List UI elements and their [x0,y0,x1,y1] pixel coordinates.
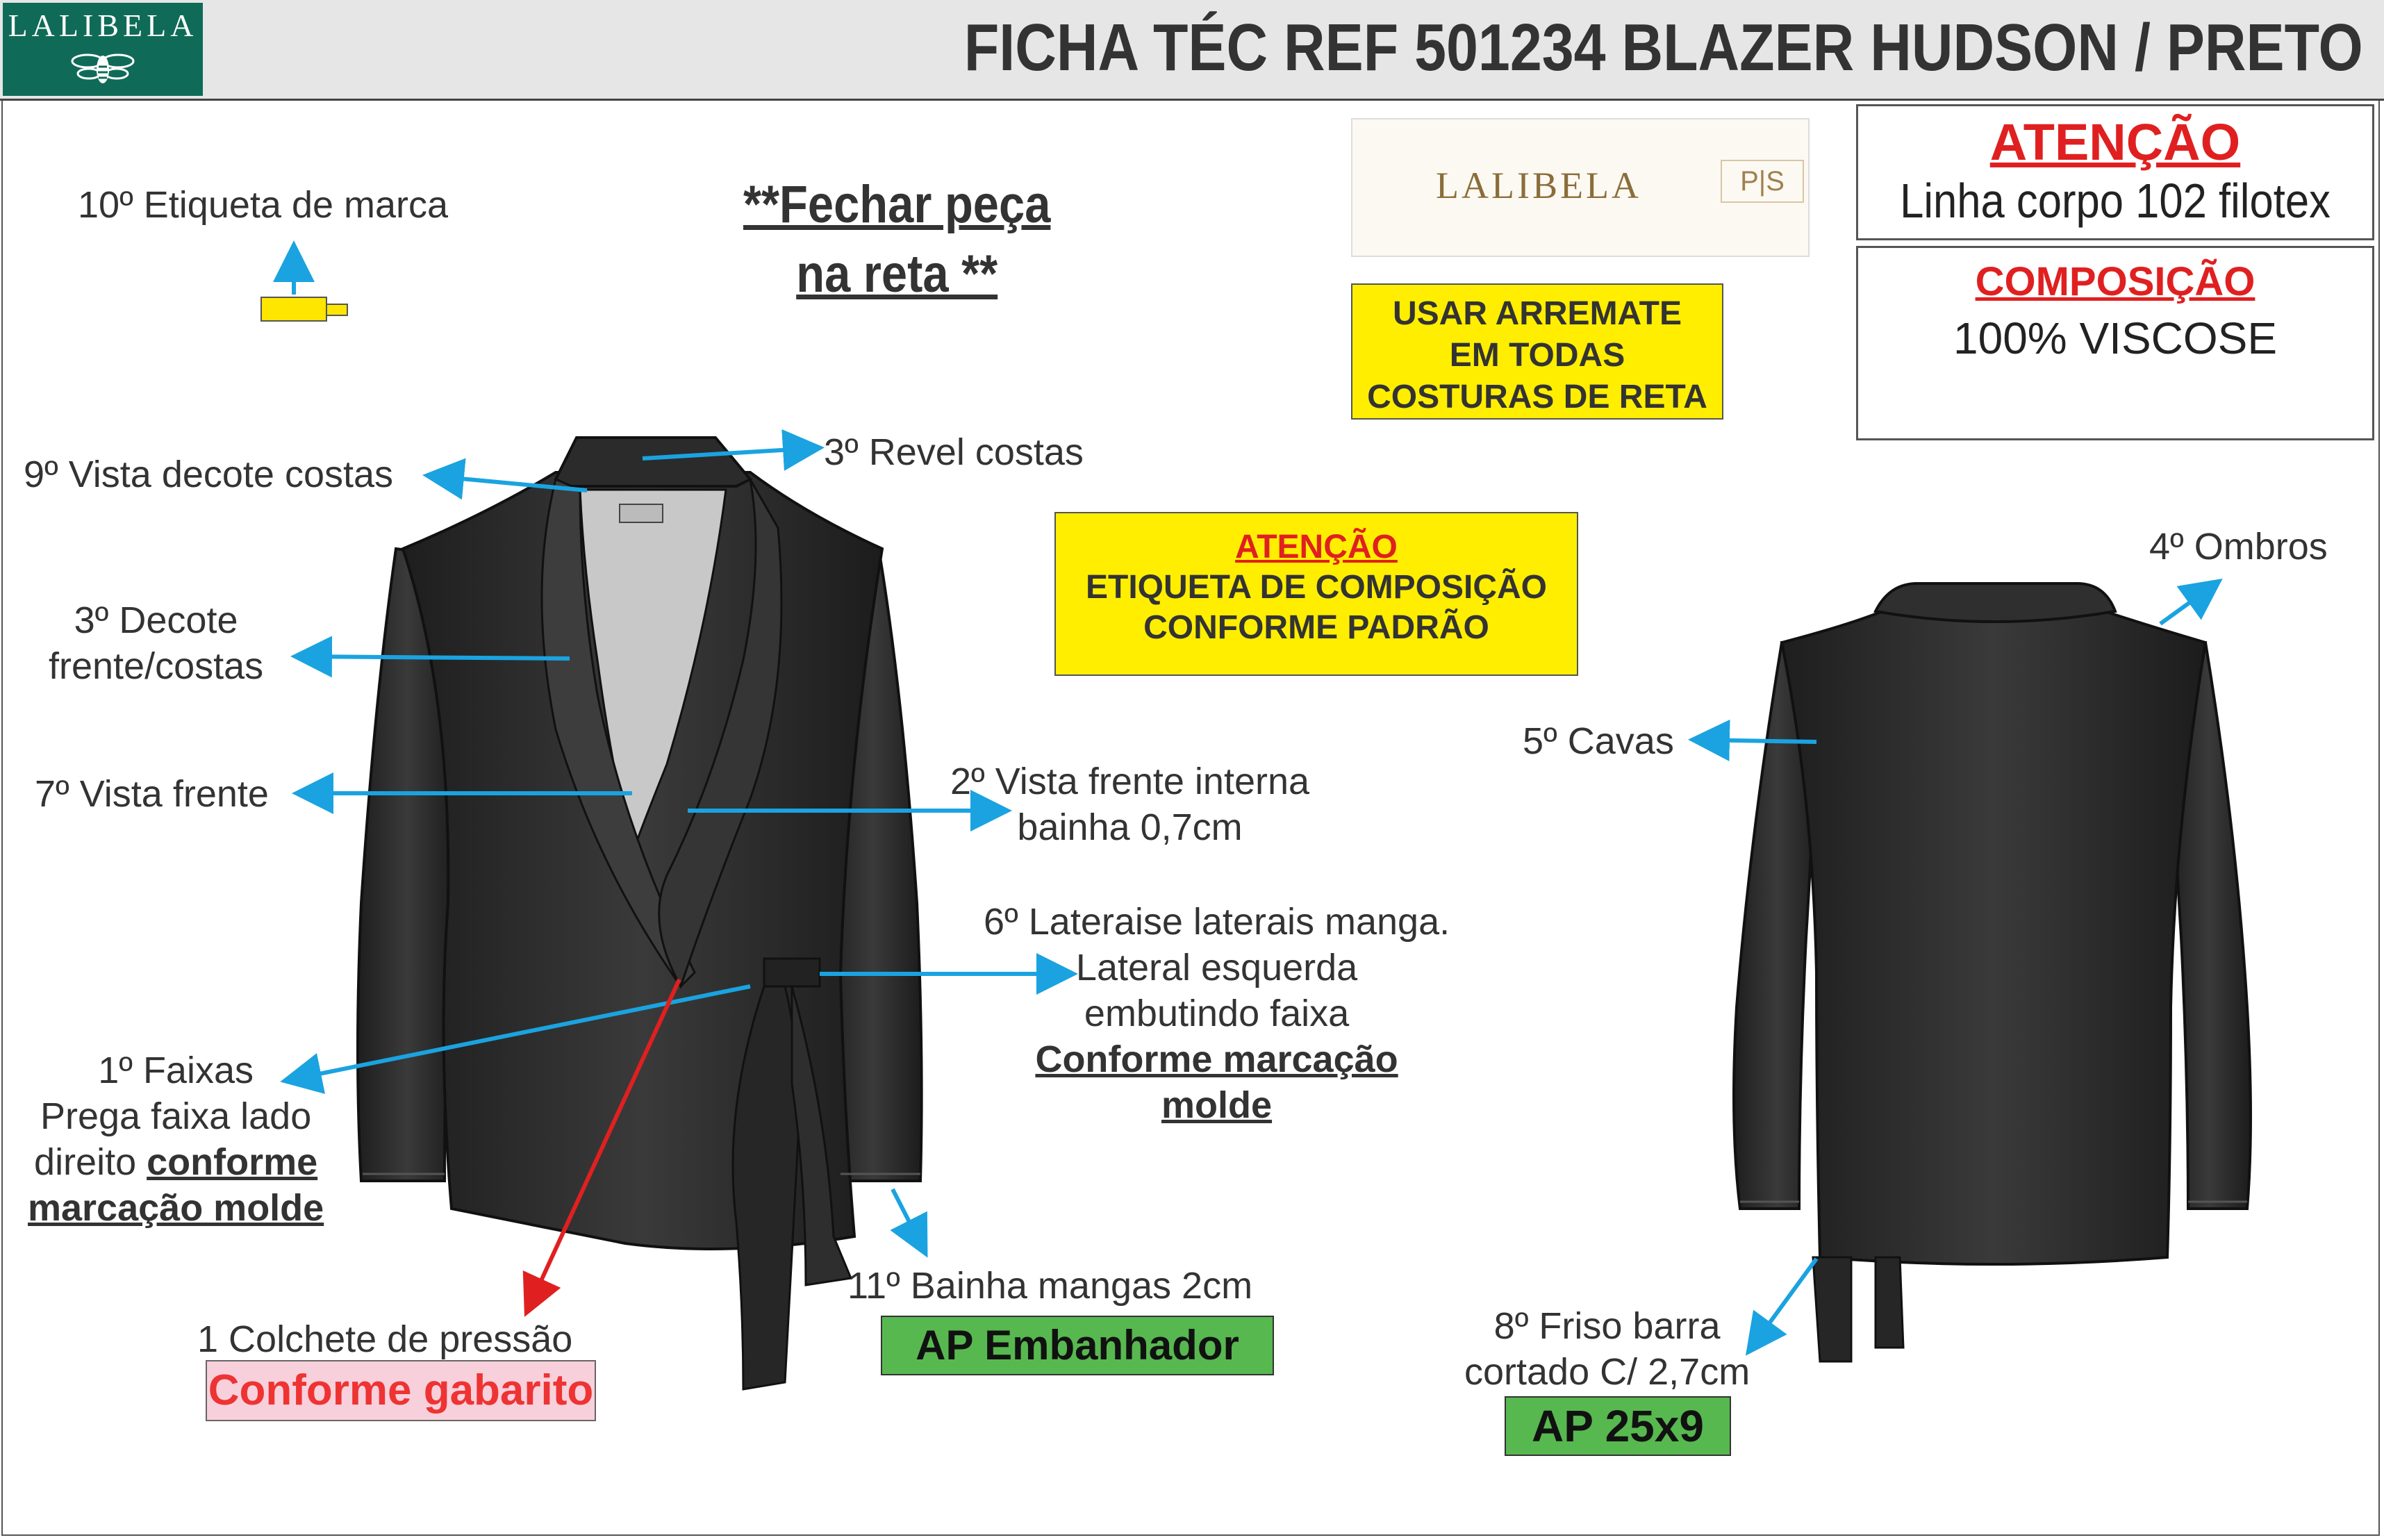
callout-back-revel: 3º Revel costas [824,431,1084,473]
header-bar: LALIBELA FICHA TÉC REF 501234 BLAZER HUD… [0,0,2384,101]
page-title: FICHA TÉC REF 501234 BLAZER HUDSON / PRE… [964,10,2363,85]
callout-arrows [273,240,2223,1356]
ap-size-box: AP 25x9 [1505,1396,1731,1456]
composition-box: COMPOSIÇÃO 100% VISCOSE [1856,246,2374,440]
attention-box: ATENÇÃO Linha corpo 102 filotex [1856,104,2374,240]
brand-tag-image: LALIBELA P|S [1351,118,1810,257]
brand-logo: LALIBELA [3,3,203,96]
callout-neckline: 3º Decote frente/costas [49,599,264,687]
red-callout-arrow [522,978,681,1317]
callout-hem-trim: 8º Friso barra cortado C/ 2,7cm [1464,1305,1750,1393]
hemmer-box: AP Embanhador [881,1316,1274,1375]
callout-side-seams: 6º Lateraise laterais manga. Lateral esq… [984,901,1450,1126]
callout-snap-fastener: 1 Colchete de pressão [197,1318,573,1360]
close-piece-note: **Fechar peça na reta ** [743,175,1051,304]
callout-inner-front-facing: 2º Vista frente interna bainha 0,7cm [950,761,1310,848]
callout-brand-label: 10º Etiqueta de marca [78,184,449,226]
front-jacket-drawing [356,436,923,1391]
brand-label-icon [260,297,348,322]
arremate-note: USAR ARREMATE EM TODAS COSTURAS DE RETA [1351,283,1723,420]
logo-text: LALIBELA [8,8,198,43]
template-note-box: Conforme gabarito [206,1360,596,1421]
composition-label-note: ATENÇÃO ETIQUETA DE COMPOSIÇÃO CONFORME … [1054,512,1578,676]
callout-belt: 1º Faixas Prega faixa lado direito confo… [28,1050,324,1229]
callout-back-neck-facing: 9º Vista decote costas [24,454,394,495]
tag-brand-text: LALIBELA [1436,165,1641,206]
back-jacket-drawing [1732,582,2252,1363]
callout-shoulders: 4º Ombros [2149,526,2328,568]
callout-front-facing: 7º Vista frente [35,773,269,815]
callout-armholes: 5º Cavas [1523,720,1674,762]
tag-size-text: P|S [1721,160,1804,203]
callout-sleeve-hem: 11º Bainha mangas 2cm [847,1265,1253,1307]
bee-icon [71,53,135,83]
